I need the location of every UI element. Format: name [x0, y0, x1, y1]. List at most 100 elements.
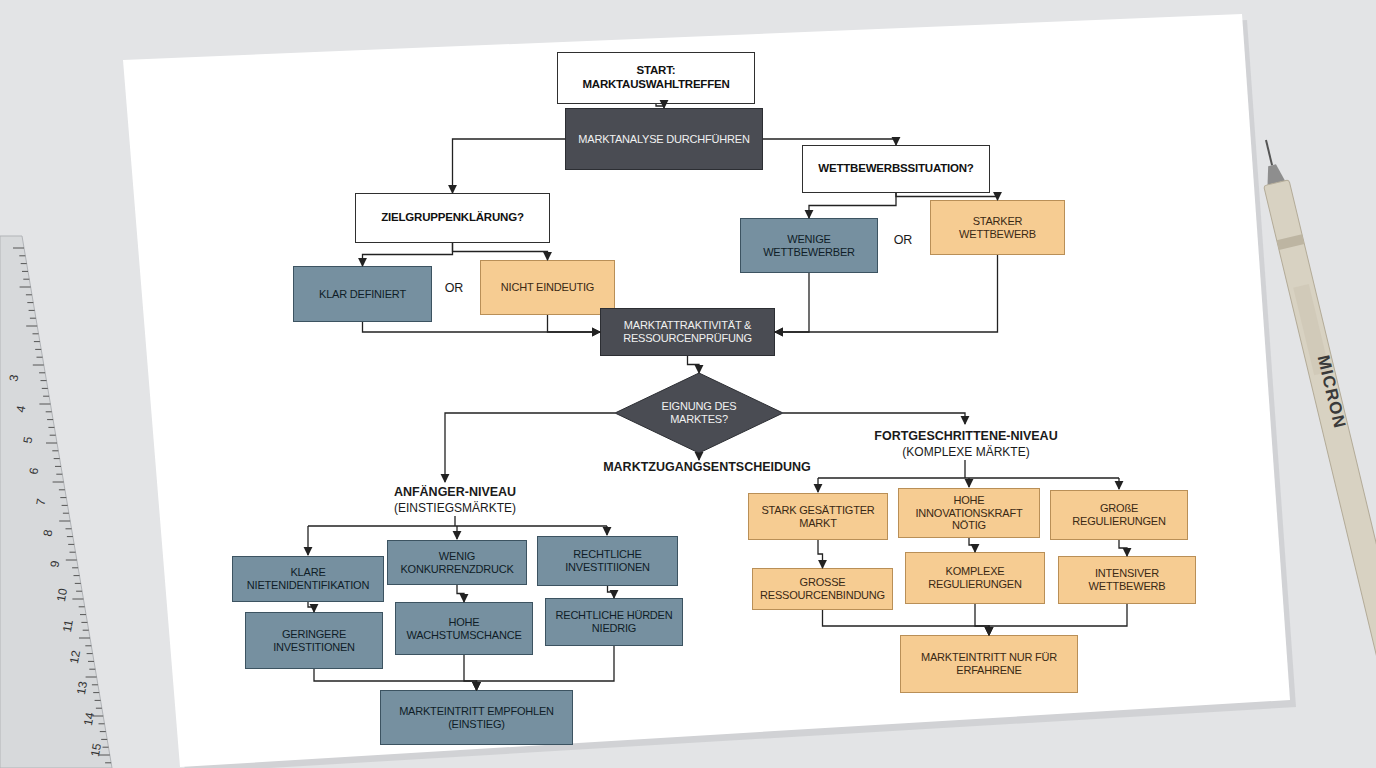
- node-text: MARKTANALYSE DURCHFÜHREN: [578, 133, 749, 146]
- branch-line: [698, 453, 699, 460]
- ruler-tick: [59, 521, 70, 522]
- ruler-tick: [54, 458, 60, 459]
- node-text: EIGNUNG DES MARKTES?: [644, 400, 754, 426]
- node-text: RECHTLICHE HÜRDEN NIEDRIG: [549, 609, 679, 635]
- node-text: GERINGERE INVESTITIONEN: [249, 628, 379, 654]
- flow-arrow: [608, 586, 615, 598]
- process-box: MARKTANALYSE DURCHFÜHREN: [565, 108, 763, 170]
- process-box: MARKTATTRAKTIVITÄT & RESSOURCENPRÜFUNG: [600, 308, 775, 356]
- ruler-number: 15: [88, 742, 104, 758]
- flow-arrow: [464, 655, 477, 690]
- ruler-tick: [100, 731, 106, 732]
- node-text: GROßE REGULIERUNGEN: [1054, 502, 1184, 528]
- ruler-tick: [62, 505, 68, 506]
- option-box: WENIGE WETTBEWERBER: [740, 218, 878, 273]
- section-label: MARKTZUGANGSENTSCHEIDUNG: [603, 460, 811, 474]
- result-box: MARKTEINTRITT NUR FÜR ERFAHRENE: [900, 635, 1078, 693]
- ruler-number: 14: [81, 711, 97, 727]
- level-heading: FORTGESCHRITTENE-NIVEAU: [874, 429, 1057, 443]
- split-line: [456, 526, 457, 539]
- ruler-tick: [85, 645, 91, 646]
- ruler-tick: [21, 263, 27, 264]
- ruler-tick: [19, 255, 25, 256]
- ruler-tick: [43, 396, 49, 397]
- pen: [1253, 137, 1376, 691]
- node-text: START: MARKTAUSWAHLTREFFEN: [571, 64, 741, 91]
- or-label: OR: [445, 281, 464, 295]
- ruler-tick: [68, 544, 74, 545]
- criteria-box: RECHTLICHE INVESTITIIONEN: [537, 536, 678, 586]
- ruler-tick: [39, 404, 50, 405]
- split-line: [818, 460, 1119, 478]
- ruler-tick: [20, 287, 31, 288]
- criteria-box: GROßE REGULIERUNGEN: [1050, 490, 1188, 540]
- criteria-box: HOHE INNOVATIONSKRAFT NÖTIG: [898, 488, 1040, 538]
- ruler-tick: [74, 575, 80, 576]
- flow-arrow: [775, 255, 998, 332]
- ruler-tick: [29, 310, 35, 311]
- ruler-tick: [13, 248, 24, 249]
- flow-arrow: [308, 602, 314, 612]
- ruler-tick: [26, 294, 32, 295]
- flow-arrow: [763, 139, 896, 145]
- ruler-tick: [53, 482, 64, 483]
- ruler-tick: [81, 622, 87, 623]
- split-line: [308, 516, 607, 526]
- ruler-tick: [70, 552, 76, 553]
- question-box: ZIELGRUPPENKLÄRUNG?: [355, 193, 550, 243]
- ruler-number: 12: [67, 649, 83, 665]
- diamond-outline: [615, 373, 783, 453]
- criteria-box: GROSSE RESSOURCENBINDUNG: [752, 568, 893, 610]
- node-text: HOHE WACHSTUMSCHANCE: [399, 616, 529, 642]
- flow-arrow: [989, 604, 1127, 635]
- split-line: [307, 526, 308, 555]
- ruler-tick: [101, 739, 107, 740]
- node-text: STARKER WETTBEWERB: [934, 215, 1061, 241]
- result-box: MARKTEINTRITT EMPFOHLEN (EINSTIEG): [380, 690, 573, 745]
- ruler-tick: [66, 560, 77, 561]
- criteria-box: RECHTLICHE HÜRDEN NIEDRIG: [545, 598, 683, 646]
- node-text: WETTBEWERBSSITUATION?: [818, 162, 973, 176]
- flow-arrow: [896, 193, 998, 200]
- ruler-tick: [66, 528, 72, 529]
- node-text: INTENSIVER WETTBEWERB: [1062, 567, 1192, 593]
- criteria-box: KOMPLEXE REGULIERUNGEN: [905, 552, 1045, 604]
- or-label: OR: [894, 233, 913, 247]
- flow-arrow: [548, 315, 601, 332]
- ruler-tick: [105, 762, 111, 763]
- ruler-tick: [96, 708, 102, 709]
- ruler-tick: [59, 489, 65, 490]
- ruler-tick: [34, 341, 40, 342]
- ruler-tick: [39, 372, 45, 373]
- flow-arrow: [818, 540, 823, 568]
- ruler-tick: [63, 513, 69, 514]
- level-subheading: (EINSTIEGSMÄRKTE): [394, 501, 516, 515]
- option-box: STARKER WETTBEWERB: [930, 200, 1065, 255]
- ruler-tick: [46, 443, 57, 444]
- node-text: ZIELGRUPPENKLÄRUNG?: [381, 211, 524, 225]
- ruler-tick: [50, 435, 56, 436]
- criteria-box: GERINGERE INVESTITIONEN: [245, 612, 383, 669]
- level-subheading: (KOMPLEXE MÄRKTE): [902, 445, 1029, 459]
- criteria-box: INTENSIVER WETTBEWERB: [1058, 556, 1196, 604]
- ruler-tick: [72, 567, 78, 568]
- ruler-tick: [42, 388, 48, 389]
- branch-line: [783, 413, 965, 424]
- ruler-tick: [47, 419, 53, 420]
- split-line: [606, 526, 607, 535]
- flow-arrow: [656, 104, 664, 108]
- ruler-tick: [35, 349, 41, 350]
- flow-arrow: [809, 193, 896, 218]
- split-line: [968, 478, 969, 487]
- flow-arrow: [975, 604, 989, 635]
- flow-arrow: [453, 243, 548, 260]
- node-text: MARKTEINTRITT EMPFOHLEN (EINSTIEG): [384, 705, 569, 731]
- ruler-tick: [26, 326, 37, 327]
- pen-band: [1277, 234, 1305, 250]
- ruler-tick: [79, 606, 85, 607]
- ruler-tick: [99, 723, 105, 724]
- branch-line: [445, 413, 615, 482]
- node-text: STARK GESÄTTIGTER MARKT: [752, 504, 884, 530]
